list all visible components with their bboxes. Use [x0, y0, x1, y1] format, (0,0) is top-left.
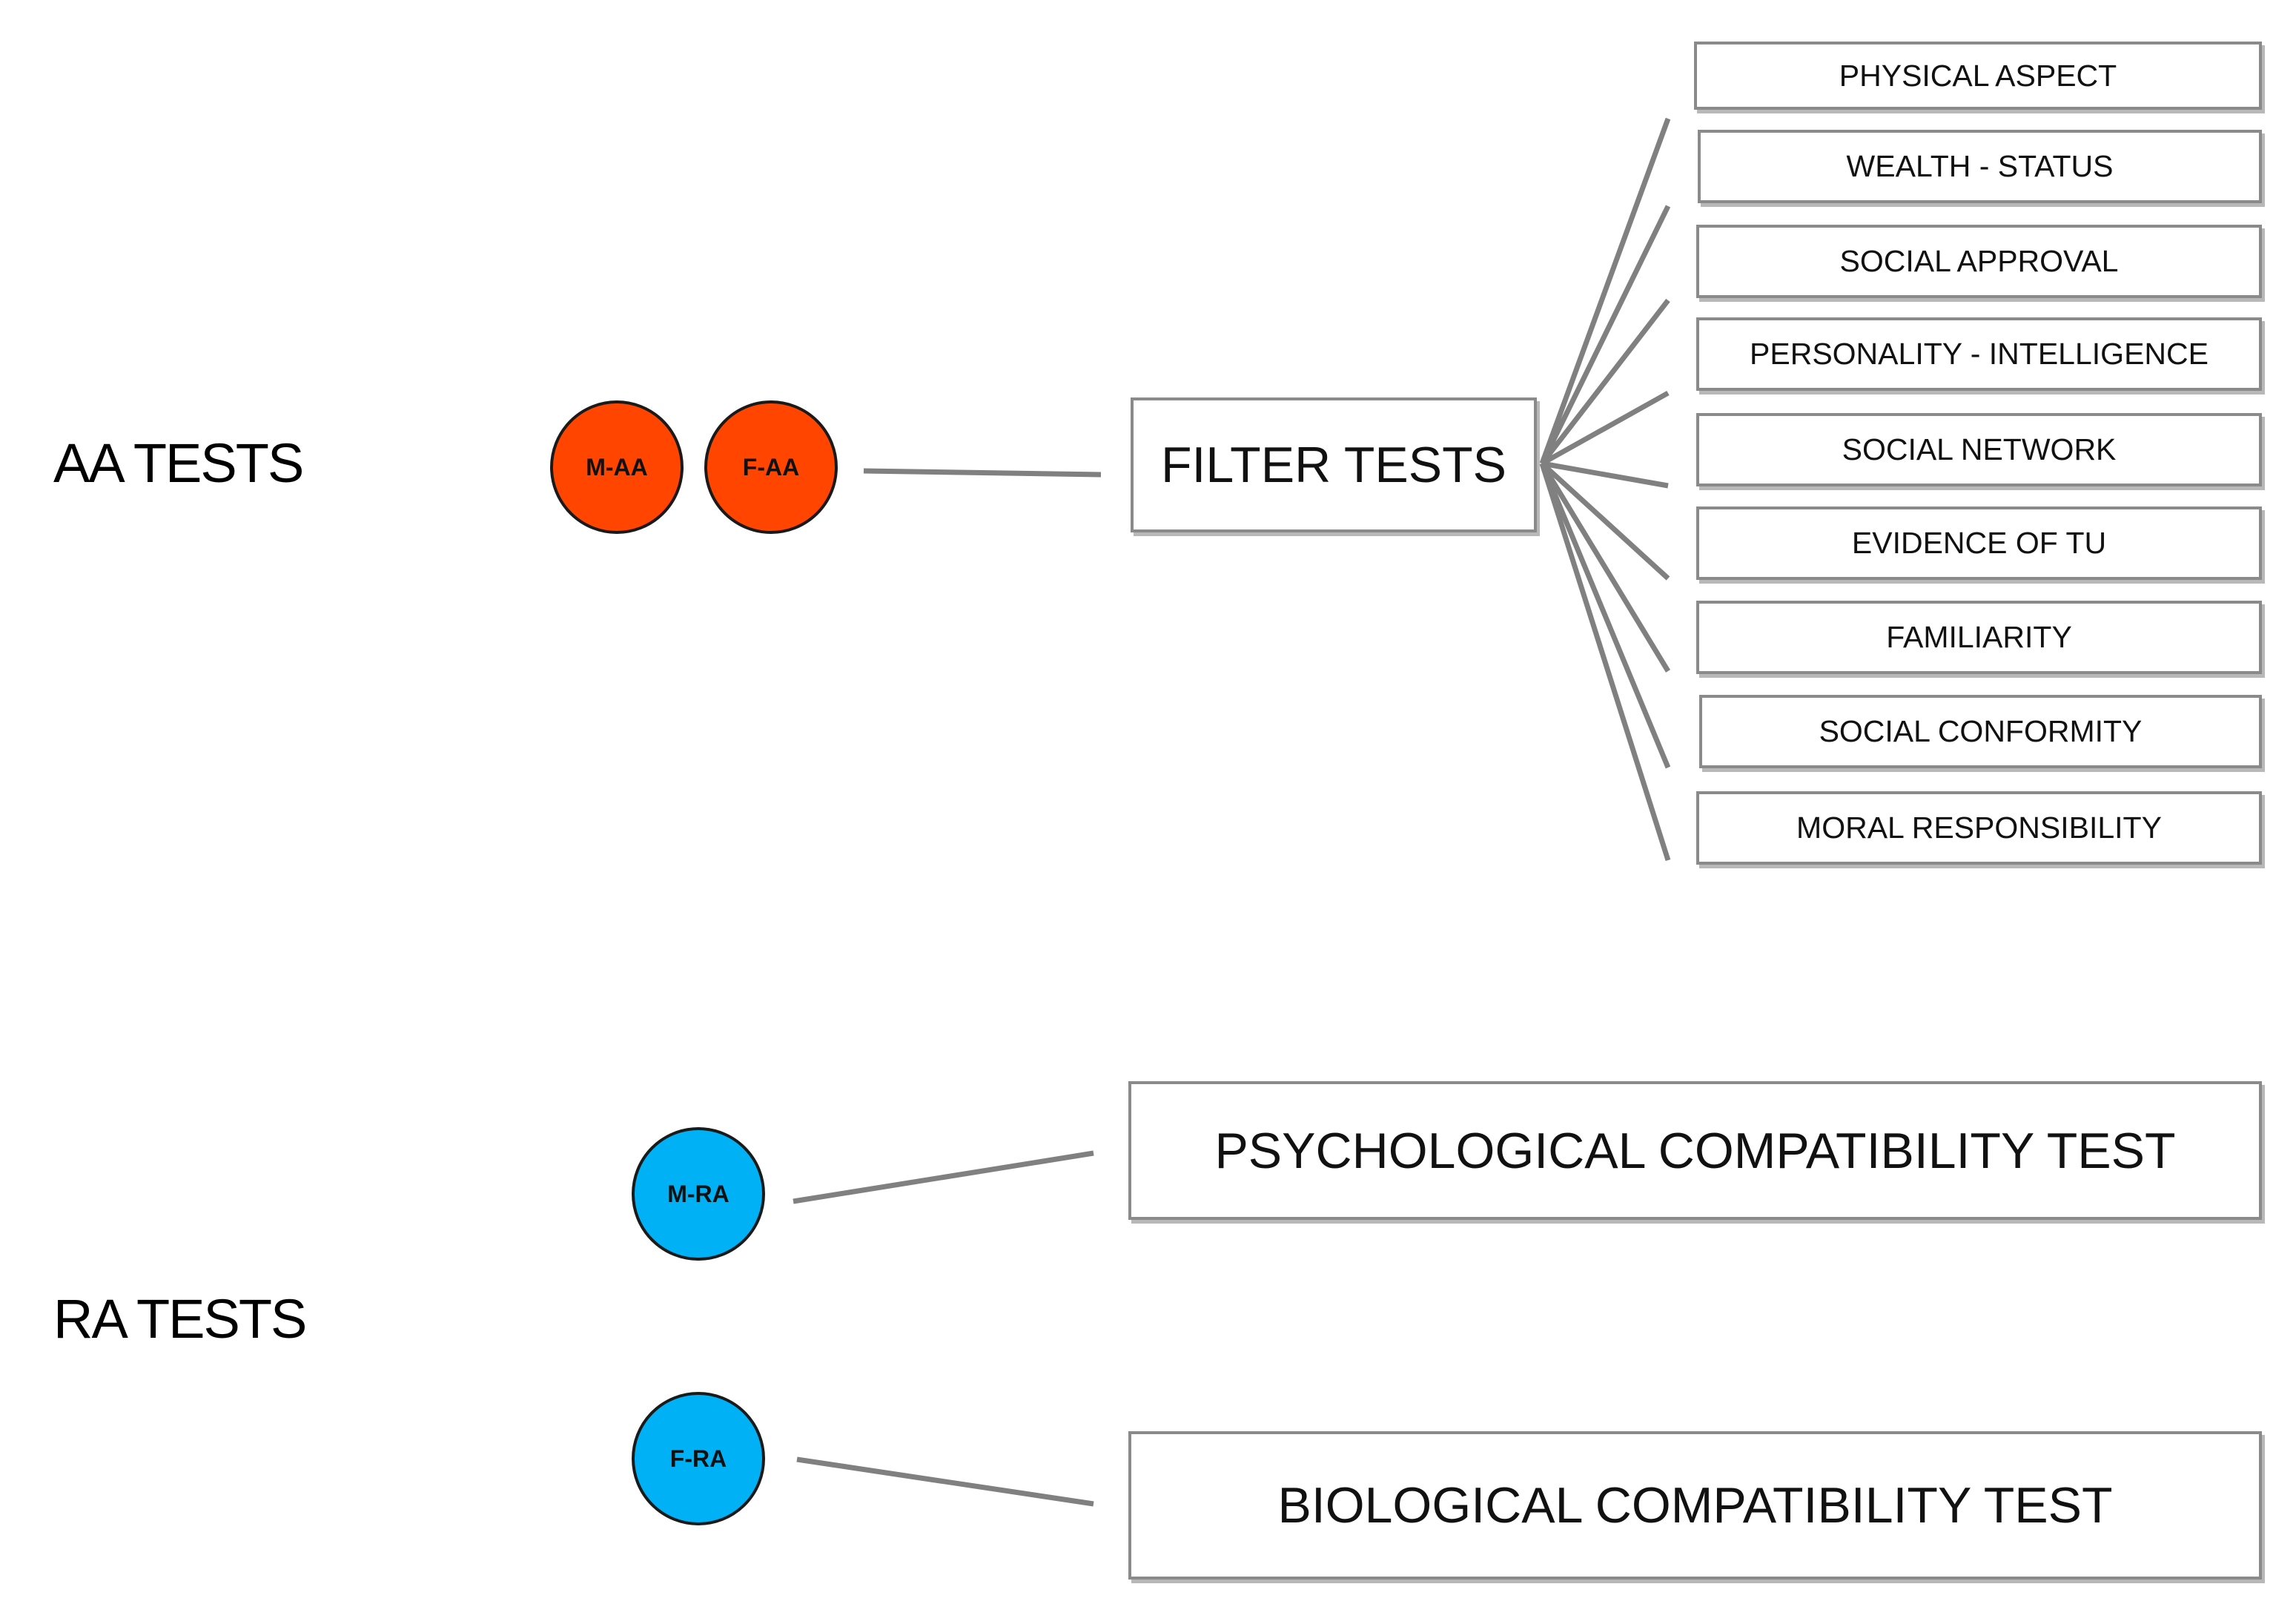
connector-m-ra-to-psych: [793, 1150, 1094, 1204]
connector-aa-to-filter: [863, 468, 1102, 478]
filter-tests-box: FILTER TESTS: [1131, 397, 1537, 532]
connector-f-ra-to-bio: [796, 1456, 1094, 1507]
f-ra-node: F-RA: [632, 1392, 765, 1525]
connector-fan-8: [1539, 462, 1671, 769]
connector-fan-4: [1541, 390, 1670, 466]
ra-tests-label: RA TESTS: [53, 1288, 307, 1350]
subtest-box-evidence-of-tu: EVIDENCE OF TU: [1696, 506, 2262, 580]
subtest-box-moral-responsibility: MORAL RESPONSIBILITY: [1696, 791, 2262, 865]
subtest-box-wealth-status: WEALTH - STATUS: [1698, 130, 2262, 203]
connector-fan-1: [1539, 117, 1671, 465]
connector-fan-9: [1539, 462, 1671, 862]
f-aa-node: F-AA: [704, 400, 838, 534]
psychological-compatibility-box: PSYCHOLOGICAL COMPATIBILITY TEST: [1128, 1081, 2262, 1220]
m-ra-node: M-RA: [632, 1127, 765, 1261]
m-aa-node: M-AA: [550, 400, 684, 534]
biological-compatibility-box: BIOLOGICAL COMPATIBILITY TEST: [1128, 1431, 2262, 1580]
connector-fan-5: [1541, 461, 1669, 489]
subtest-box-familiarity: FAMILIARITY: [1696, 601, 2262, 674]
connector-fan-7: [1540, 462, 1670, 673]
subtest-box-social-approval: SOCIAL APPROVAL: [1696, 225, 2262, 298]
connector-fan-2: [1539, 205, 1671, 465]
subtest-box-personality-intelligence: PERSONALITY - INTELLIGENCE: [1696, 317, 2262, 391]
subtest-box-social-network: SOCIAL NETWORK: [1696, 413, 2262, 486]
subtest-box-physical-aspect: PHYSICAL ASPECT: [1694, 42, 2262, 110]
subtest-box-social-conformity: SOCIAL CONFORMITY: [1699, 695, 2262, 768]
aa-tests-label: AA TESTS: [53, 432, 304, 494]
connector-fan-3: [1540, 298, 1670, 466]
connector-fan-6: [1540, 461, 1670, 581]
